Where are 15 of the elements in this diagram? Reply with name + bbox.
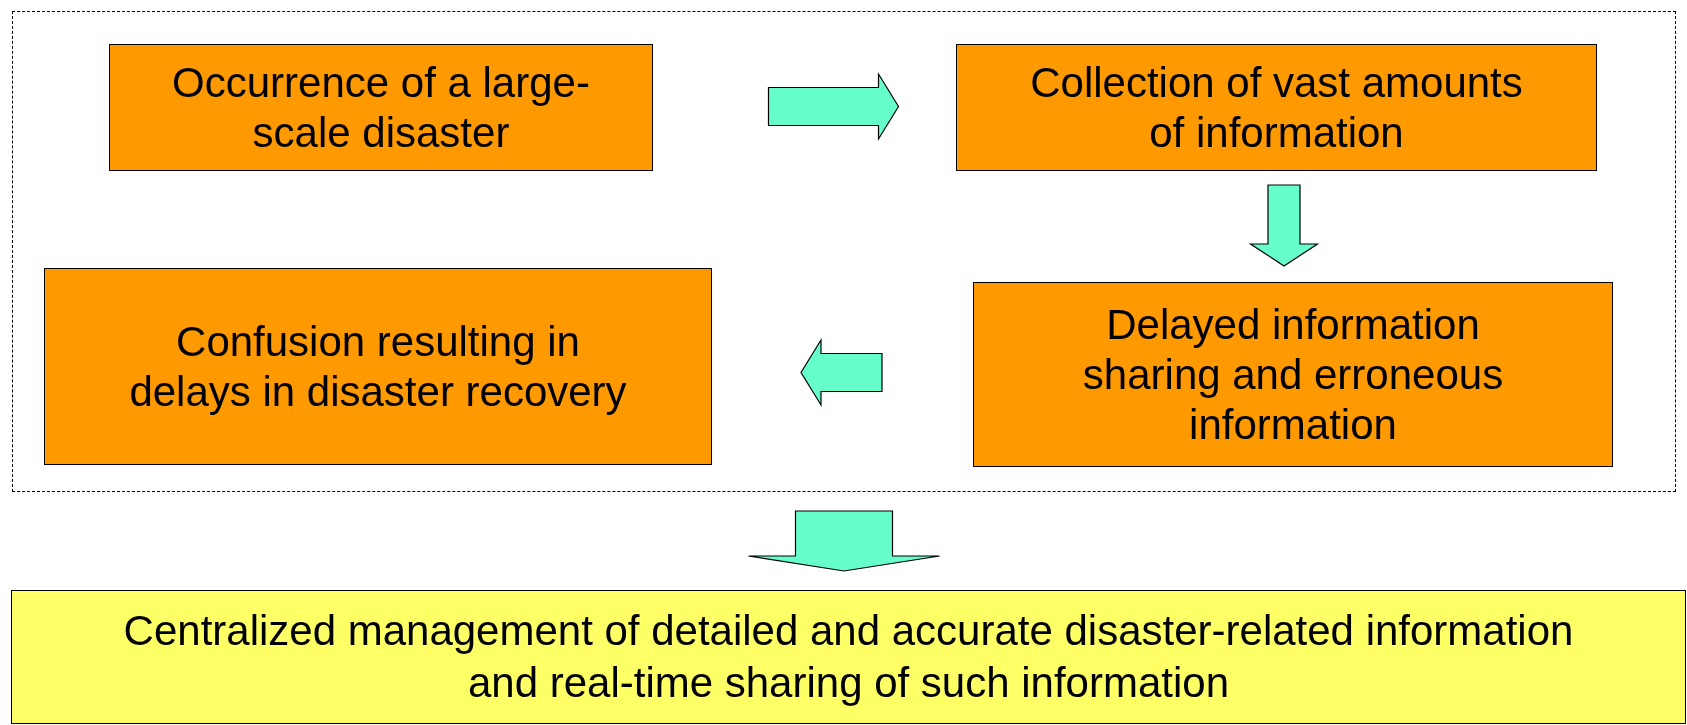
box-text: Confusion resulting in delays in disaster recovery	[128, 316, 628, 417]
process-box	[973, 282, 1613, 467]
block-arrow	[1248, 184, 1320, 267]
process-box	[956, 44, 1597, 171]
result-box	[11, 590, 1686, 724]
box-text: Centralized management of detailed and accurate disaster-related information and real-time sharing of such information	[122, 606, 1575, 708]
process-box	[44, 268, 712, 465]
block-arrow	[747, 510, 941, 572]
box-text: Delayed information sharing and erroneous information	[1081, 299, 1505, 450]
block-arrow	[767, 71, 900, 142]
block-arrow	[800, 337, 883, 408]
box-text: Collection of vast amounts of information	[1029, 57, 1524, 158]
dashed-group-box	[12, 11, 1676, 492]
process-box	[109, 44, 653, 171]
box-text: Occurrence of a large-scale disaster	[171, 57, 591, 158]
